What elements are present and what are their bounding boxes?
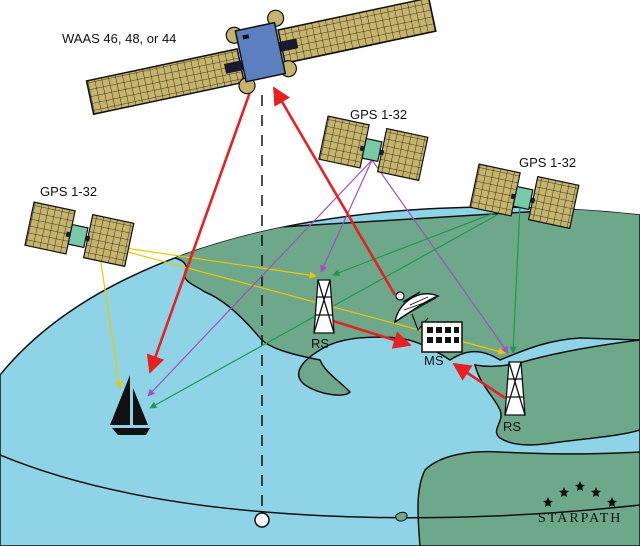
gps-label-mid: GPS 1-32	[350, 107, 407, 122]
waas-label: WAAS 46, 48, or 44	[62, 31, 176, 46]
gps-satellite-icon	[318, 115, 429, 182]
building-icon	[421, 321, 463, 353]
gps-satellite-right	[469, 163, 580, 230]
equator-line	[0, 454, 640, 519]
sailboat-icon	[110, 375, 150, 435]
star-icon	[607, 497, 617, 507]
land-southeast	[417, 450, 640, 546]
gps-label-right: GPS 1-32	[519, 155, 576, 170]
nadir-point	[254, 512, 270, 528]
star-icon	[575, 481, 585, 491]
star-icon	[559, 487, 569, 497]
starpath-stars	[543, 481, 617, 507]
rs-label-left: RS	[311, 336, 329, 351]
starpath-brand: STARPATH	[538, 511, 622, 526]
small-island	[395, 511, 408, 522]
star-icon	[543, 497, 553, 507]
tower-icon	[313, 279, 335, 334]
gps-satellite-mid	[318, 115, 429, 182]
reference-station-left	[313, 279, 335, 334]
gps-label-left: GPS 1-32	[40, 184, 97, 199]
rs-label-right: RS	[503, 419, 521, 434]
ms-label: MS	[424, 353, 444, 368]
gps-satellite-icon	[469, 163, 580, 230]
waas-signals	[146, 86, 506, 400]
gps-satellite-icon	[24, 201, 135, 268]
tower-icon	[504, 361, 526, 416]
waas-satellite-icon	[85, 0, 437, 116]
star-icon	[591, 487, 601, 497]
reference-station-right	[504, 361, 526, 416]
gps-satellite-left	[24, 201, 135, 268]
gps-mid-signals	[147, 159, 509, 397]
